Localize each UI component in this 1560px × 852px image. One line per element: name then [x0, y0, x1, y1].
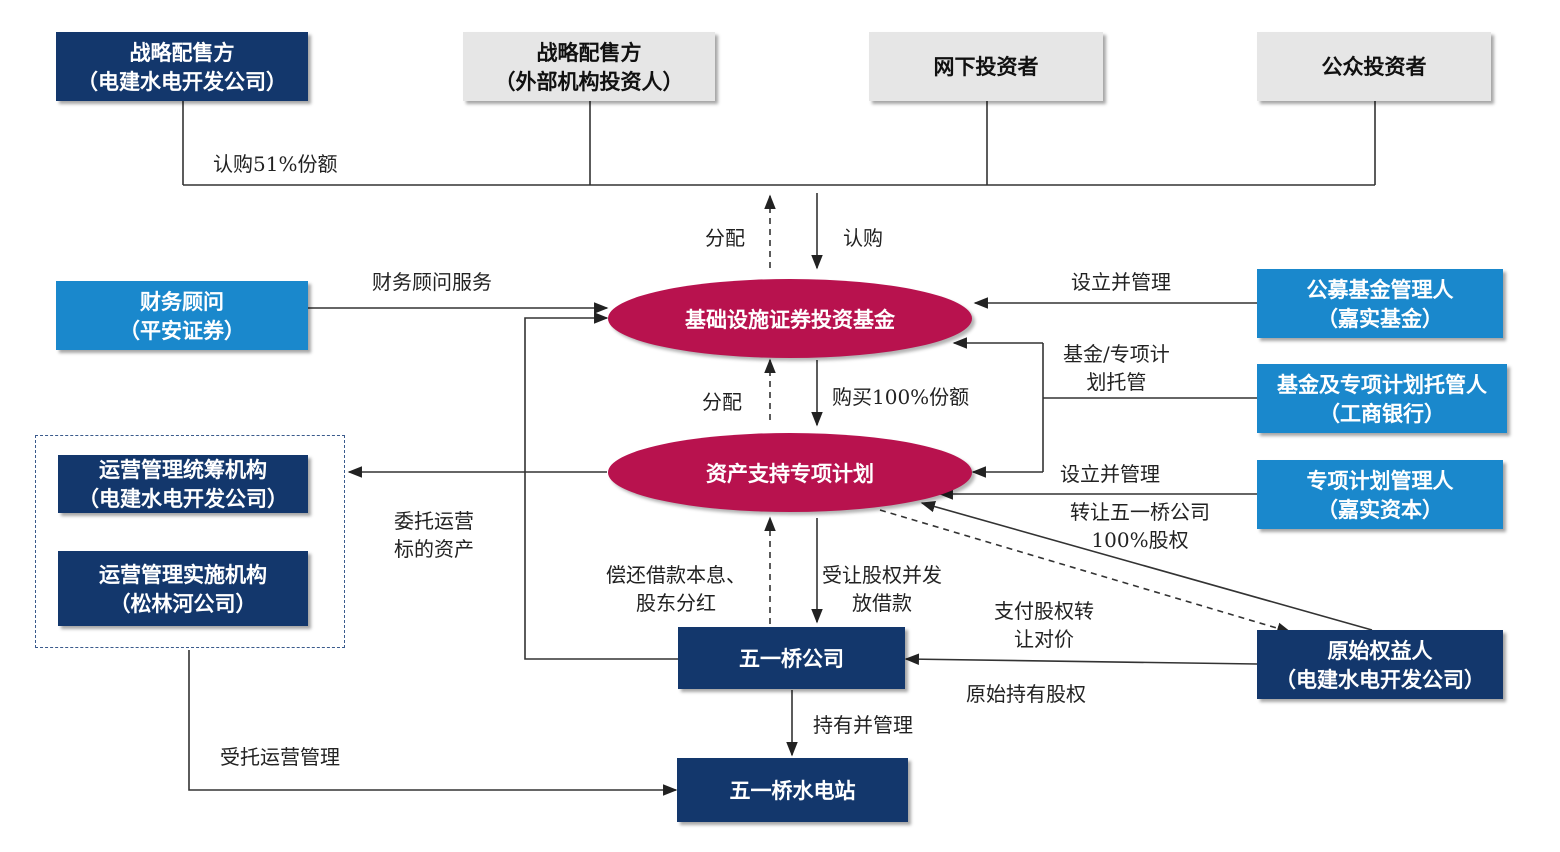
custodian-box: 基金及专项计划托管人 （工商银行） [1257, 364, 1507, 433]
plan-manager-box: 专项计划管理人 （嘉实资本） [1257, 460, 1503, 529]
pay-transfer-label: 支付股权转 让对价 [994, 599, 1094, 651]
financial-advisor-label: 财务顾问 （平安证券） [119, 288, 245, 343]
ops-coordinator-label: 运营管理统筹机构 （电建水电开发公司） [78, 457, 288, 511]
strategic-placement-external-box: 战略配售方 （外部机构投资人） [463, 32, 715, 101]
original-equity-label: 原始持有股权 [966, 682, 1086, 706]
offline-investors-label: 网下投资者 [933, 54, 1039, 79]
repay-loan-label: 偿还借款本息、 股东分红 [606, 563, 746, 615]
original-owner-box: 原始权益人 （电建水电开发公司） [1257, 630, 1503, 699]
advisory-service-label: 财务顾问服务 [372, 270, 492, 294]
strategic-placement-internal-label: 战略配售方 （电建水电开发公司） [77, 39, 287, 94]
ops-implementer-label: 运营管理实施机构 （松林河公司） [99, 561, 267, 616]
hydropower-station-label: 五一桥水电站 [729, 777, 856, 803]
public-investors-label: 公众投资者 [1321, 54, 1427, 79]
subscribe-51-label: 认购51%份额 [213, 152, 338, 176]
abs-plan-label: 资产支持专项计划 [706, 460, 874, 486]
entrust-ops-label: 委托运营 标的资产 [394, 509, 474, 561]
hold-manage-label: 持有并管理 [813, 713, 913, 737]
wuyiqiao-company-box: 五一桥公司 [678, 627, 905, 689]
distribute-mid-label: 分配 [702, 390, 742, 414]
establish-manage-plan-label: 设立并管理 [1060, 462, 1160, 486]
strategic-placement-internal-box: 战略配售方 （电建水电开发公司） [56, 32, 308, 101]
fund-manager-label: 公募基金管理人 （嘉实基金） [1306, 276, 1454, 331]
reit-fund-ellipse: 基础设施证券投资基金 [608, 279, 972, 358]
public-investors-box: 公众投资者 [1257, 32, 1491, 101]
fund-manager-box: 公募基金管理人 （嘉实基金） [1257, 269, 1503, 338]
strategic-placement-external-label: 战略配售方 （外部机构投资人） [494, 39, 684, 94]
establish-manage-fund-label: 设立并管理 [1071, 270, 1171, 294]
ops-coordinator-box: 运营管理统筹机构 （电建水电开发公司） [58, 455, 308, 513]
buy-100-label: 购买100%份额 [832, 385, 970, 409]
custodian-label: 基金及专项计划托管人 （工商银行） [1277, 371, 1487, 426]
ops-implementer-box: 运营管理实施机构 （松林河公司） [58, 551, 308, 626]
offline-investors-box: 网下投资者 [869, 32, 1103, 101]
wuyiqiao-company-label: 五一桥公司 [739, 645, 844, 671]
operations-group [35, 435, 345, 648]
transfer-equity-label: 转让五一桥公司 100%股权 [1070, 500, 1210, 552]
financial-advisor-box: 财务顾问 （平安证券） [56, 281, 308, 350]
entrusted-ops-label: 受托运营管理 [220, 745, 340, 769]
plan-manager-label: 专项计划管理人 （嘉实资本） [1306, 467, 1454, 522]
reit-fund-label: 基础设施证券投资基金 [685, 306, 895, 332]
distribute-top-label: 分配 [705, 226, 745, 250]
custody-label: 基金/专项计 划托管 [1063, 342, 1170, 394]
hydropower-station-box: 五一桥水电站 [677, 758, 908, 822]
original-owner-label: 原始权益人 （电建水电开发公司） [1275, 637, 1485, 692]
abs-plan-ellipse: 资产支持专项计划 [608, 433, 972, 512]
receive-equity-label: 受让股权并发 放借款 [822, 563, 942, 615]
subscribe-label: 认购 [843, 226, 883, 250]
